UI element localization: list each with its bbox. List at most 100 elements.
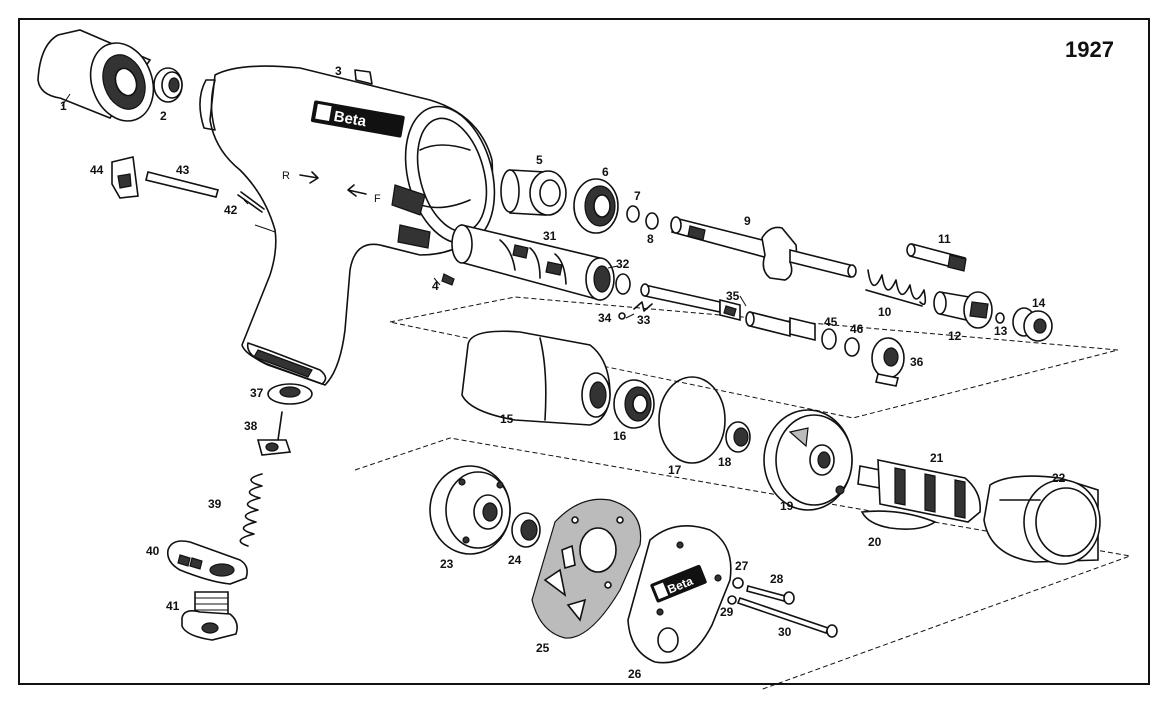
- vane-20-part: [860, 510, 937, 530]
- ring-8-part: [645, 212, 659, 230]
- part-label-31: 31: [543, 229, 557, 243]
- cylinder-22-part: [983, 475, 1101, 565]
- part-label-1: 1: [60, 99, 67, 113]
- end-plate-19-part: [763, 409, 853, 511]
- oring-45-part: [821, 328, 837, 350]
- ball-34-part: [618, 312, 626, 320]
- ring-32-part: [615, 273, 631, 295]
- reverse-arrow-icon: [299, 171, 319, 184]
- part-label-34: 34: [598, 311, 612, 325]
- pin-42-part: [237, 191, 265, 213]
- bearing-18-part: [725, 421, 751, 453]
- part-label-44: 44: [90, 163, 104, 177]
- valve-stem-38-part: [256, 411, 292, 456]
- part-label-29: 29: [720, 605, 734, 619]
- spring-39-part: [239, 473, 263, 547]
- valve-rod-35-part: [640, 283, 816, 342]
- nut-14-part: [1012, 307, 1053, 342]
- oring-46-part: [844, 337, 860, 357]
- part-label-33: 33: [637, 313, 651, 327]
- part-label-13: 13: [994, 324, 1008, 338]
- ring-13-part: [995, 312, 1005, 324]
- part-label-16: 16: [613, 429, 627, 443]
- part-label-25: 25: [536, 641, 550, 655]
- part-label-22: 22: [1052, 471, 1066, 485]
- inlet-housing-40-part: [166, 540, 248, 585]
- part-label-10: 10: [878, 305, 892, 319]
- brand-logo-text: Beta: [332, 108, 368, 131]
- assembly-plane-upper: [389, 296, 1119, 419]
- sleeve-31-part: [451, 223, 615, 302]
- part-label-36: 36: [910, 355, 924, 369]
- part-label-23: 23: [440, 557, 454, 571]
- part-label-42: 42: [224, 203, 238, 217]
- part-label-32: 32: [616, 257, 630, 271]
- inlet-ring-37-part: [267, 383, 313, 405]
- part-label-28: 28: [770, 572, 784, 586]
- part-label-14: 14: [1032, 296, 1046, 310]
- spring-10-part: [865, 269, 927, 307]
- pin-11-part: [906, 243, 967, 272]
- gasket-25-part: [531, 498, 642, 639]
- bushing-5-part: [500, 169, 567, 216]
- ring-7-part: [626, 205, 640, 223]
- part-label-30: 30: [778, 625, 792, 639]
- rotor-21-part: [857, 459, 982, 523]
- part-label-37: 37: [250, 386, 264, 400]
- part-label-27: 27: [735, 559, 749, 573]
- part-label-8: 8: [647, 232, 654, 246]
- part-label-43: 43: [176, 163, 190, 177]
- screw-28-part: [746, 585, 795, 605]
- washer-29-part: [727, 595, 737, 605]
- washer-27-part: [732, 577, 744, 589]
- forward-marking: F: [374, 193, 381, 205]
- part-label-21: 21: [930, 451, 944, 465]
- chuck-12-part: [933, 291, 993, 329]
- spring-33-part: [633, 301, 653, 312]
- part-label-40: 40: [146, 544, 160, 558]
- reverse-marking: R: [282, 170, 290, 182]
- shaft-9-part: [670, 216, 857, 281]
- part-label-35: 35: [726, 289, 740, 303]
- screw-4-part: [441, 273, 455, 286]
- motor-housing-15-part: [461, 330, 611, 426]
- part-label-15: 15: [500, 412, 514, 426]
- assembly-plane-lower: [354, 437, 1132, 691]
- inlet-fitting-41-part: [181, 591, 238, 641]
- bearing-6-part: [573, 178, 619, 234]
- part-label-2: 2: [160, 109, 167, 123]
- part-label-24: 24: [508, 553, 522, 567]
- nose-boot-part: [37, 29, 155, 122]
- reverse-ring-36-part: [871, 337, 905, 387]
- part-label-18: 18: [718, 455, 732, 469]
- screw-30-part: [736, 596, 838, 638]
- bearing-16-part: [613, 379, 655, 429]
- part-label-11: 11: [938, 232, 951, 246]
- part-label-46: 46: [850, 322, 864, 336]
- tool-housing-part: Beta R F: [199, 65, 496, 386]
- part-label-38: 38: [244, 419, 258, 433]
- part-label-26: 26: [628, 667, 642, 681]
- leader-lines: [61, 93, 747, 319]
- brand-logo-plate: Beta: [310, 100, 405, 138]
- part-label-17: 17: [668, 463, 682, 477]
- bearing-24-part: [511, 512, 541, 548]
- part-label-41: 41: [166, 599, 180, 613]
- back-cover-26-part: Beta: [627, 524, 732, 664]
- part-label-12: 12: [948, 329, 962, 343]
- part-label-5: 5: [536, 153, 543, 167]
- front-ring-part: [153, 67, 183, 103]
- forward-arrow-icon: [347, 184, 367, 197]
- part-label-6: 6: [602, 165, 609, 179]
- part-label-9: 9: [744, 214, 751, 228]
- part-label-20: 20: [868, 535, 882, 549]
- end-plate-23-part: [429, 465, 511, 555]
- part-label-19: 19: [780, 499, 794, 513]
- part-label-7: 7: [634, 189, 641, 203]
- part-label-45: 45: [824, 315, 838, 329]
- trigger-44-part: [111, 156, 139, 199]
- oring-17-part: [658, 376, 726, 464]
- part-label-39: 39: [208, 497, 222, 511]
